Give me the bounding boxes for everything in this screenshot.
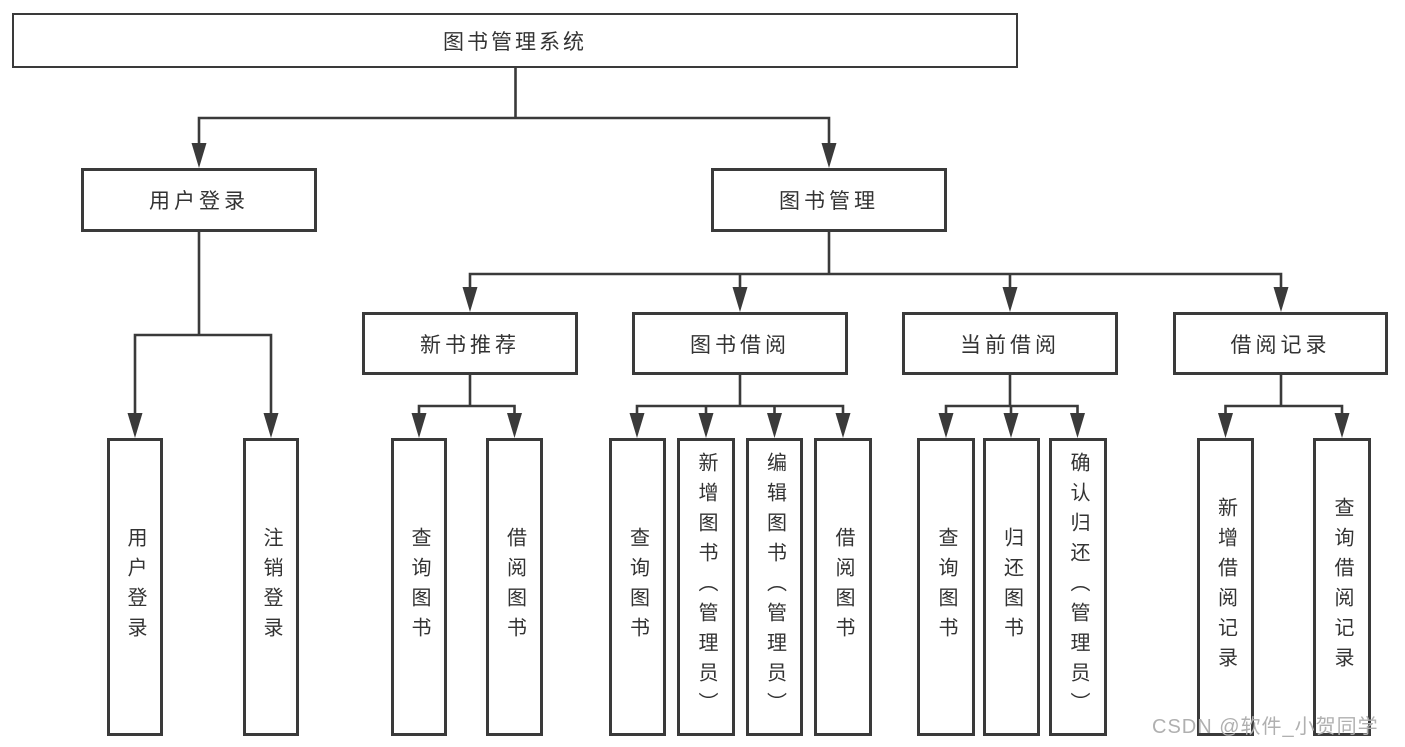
node-book-management: 图书管理 — [711, 168, 947, 232]
leaf-query-books-recommend-label: 查询图书 — [408, 527, 430, 647]
leaf-query-books-borrow-label: 查询图书 — [626, 527, 649, 647]
leaf-return-books-label: 归还图书 — [1000, 527, 1023, 647]
leaf-edit-books-admin: 编辑图书（管理员） — [746, 438, 803, 736]
leaf-logout-label: 注销登录 — [260, 527, 282, 647]
csdn-watermark: CSDN @软件_小贺同学 — [1152, 716, 1379, 738]
leaf-add-books-admin: 新增图书（管理员） — [677, 438, 735, 736]
node-book-management-label: 图书管理 — [779, 190, 879, 213]
leaf-borrow-books-label: 借阅图书 — [832, 527, 854, 647]
leaf-query-books-borrow: 查询图书 — [609, 438, 666, 736]
leaf-borrow-books: 借阅图书 — [814, 438, 872, 736]
leaf-query-books-recommend: 查询图书 — [391, 438, 447, 736]
node-system-root-label: 图书管理系统 — [443, 30, 587, 54]
leaf-borrow-books-recommend: 借阅图书 — [486, 438, 543, 736]
leaf-user-login: 用户登录 — [107, 438, 163, 736]
leaf-confirm-return-admin-label: 确认归还（管理员） — [1067, 452, 1089, 722]
leaf-edit-books-admin-label: 编辑图书（管理员） — [763, 452, 786, 722]
leaf-query-books-current: 查询图书 — [917, 438, 975, 736]
node-new-book-recommend: 新书推荐 — [362, 312, 578, 375]
leaf-add-books-admin-label: 新增图书（管理员） — [695, 452, 717, 722]
node-current-borrowing-label: 当前借阅 — [960, 333, 1060, 357]
node-borrowing-records: 借阅记录 — [1173, 312, 1388, 375]
node-book-borrowing-label: 图书借阅 — [690, 333, 790, 357]
leaf-query-borrow-record: 查询借阅记录 — [1313, 438, 1371, 736]
node-book-borrowing: 图书借阅 — [632, 312, 848, 375]
leaf-borrow-books-recommend-label: 借阅图书 — [503, 527, 526, 647]
leaf-confirm-return-admin: 确认归还（管理员） — [1049, 438, 1107, 736]
node-borrowing-records-label: 借阅记录 — [1230, 333, 1331, 357]
node-current-borrowing: 当前借阅 — [902, 312, 1118, 375]
leaf-return-books: 归还图书 — [983, 438, 1040, 736]
node-new-book-recommend-label: 新书推荐 — [420, 333, 520, 357]
node-user-login-branch-label: 用户登录 — [149, 190, 249, 213]
leaf-user-login-label: 用户登录 — [124, 527, 146, 647]
leaf-logout: 注销登录 — [243, 438, 299, 736]
leaf-add-borrow-record: 新增借阅记录 — [1197, 438, 1254, 736]
leaf-query-books-current-label: 查询图书 — [935, 527, 957, 647]
leaf-add-borrow-record-label: 新增借阅记录 — [1214, 497, 1237, 677]
node-system-root: 图书管理系统 — [12, 13, 1018, 68]
leaf-query-borrow-record-label: 查询借阅记录 — [1331, 497, 1353, 677]
node-user-login-branch: 用户登录 — [81, 168, 317, 232]
